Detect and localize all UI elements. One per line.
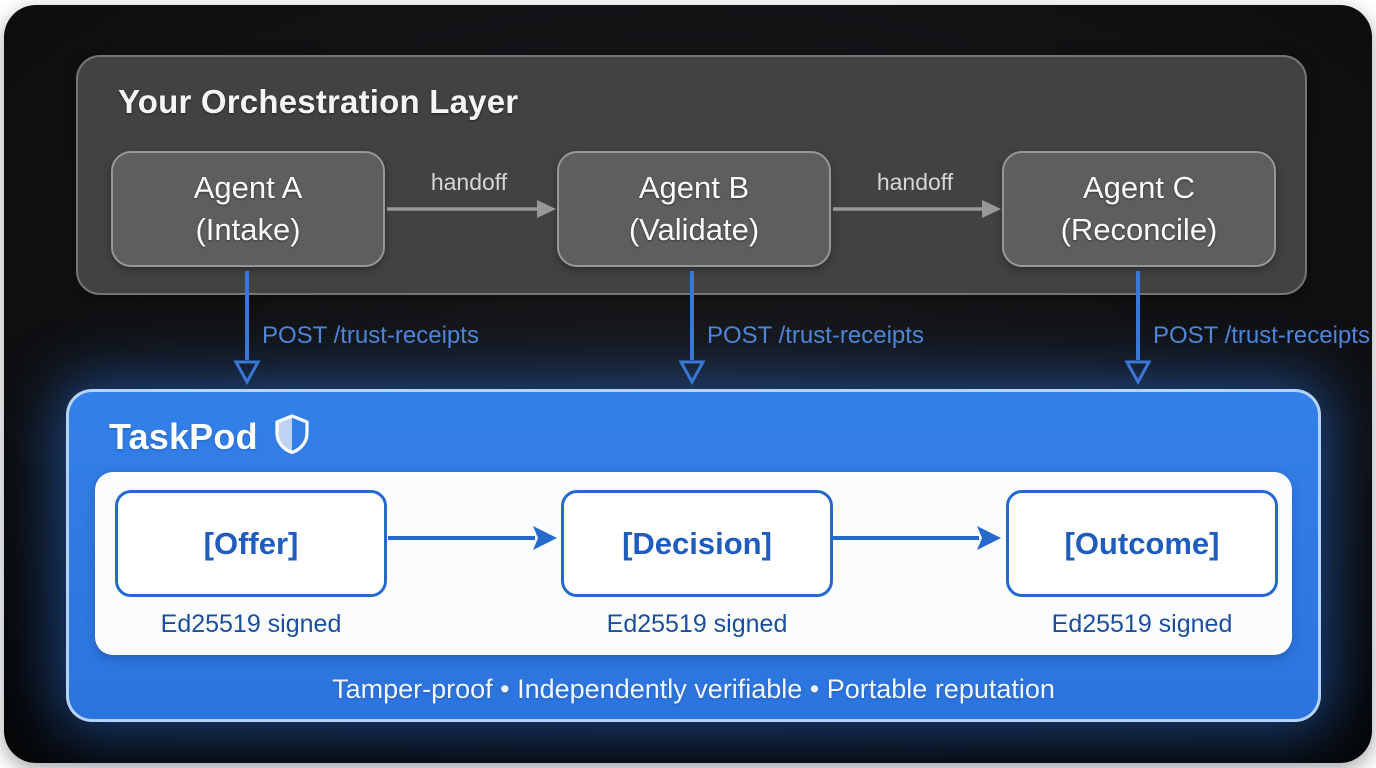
agent-c-name: Agent C (1082, 170, 1195, 206)
taskpod-title: TaskPod (109, 415, 258, 457)
handoff-label-1: handoff (430, 169, 508, 195)
offer-signature-label: Ed25519 signed (160, 610, 342, 638)
agent-b-box: Agent B (Validate) (557, 151, 831, 267)
offer-receipt-box: [Offer] (115, 490, 387, 597)
outcome-signature-label: Ed25519 signed (1051, 610, 1233, 638)
post-trust-receipts-label-1: POST /trust-receipts (262, 322, 479, 349)
orchestration-layer-box: Your Orchestration Layer Agent A (Intake… (76, 55, 1307, 295)
taskpod-header: TaskPod (109, 414, 310, 459)
agent-b-role: (Validate) (628, 212, 760, 247)
agent-c-box: Agent C (Reconcile) (1002, 151, 1276, 267)
taskpod-tagline: Tamper-proof • Independently verifiable … (332, 674, 1055, 704)
orchestration-title: Your Orchestration Layer (118, 83, 519, 120)
agent-a-box: Agent A (Intake) (111, 151, 385, 267)
decision-signature-label: Ed25519 signed (606, 610, 788, 638)
agent-b-name: Agent B (638, 170, 750, 206)
agent-c-role: (Reconcile) (1060, 212, 1218, 247)
agent-a-name: Agent A (193, 170, 303, 206)
handoff-label-2: handoff (876, 169, 954, 195)
taskpod-box: TaskPod [Offer] [Decision] [Outcome] Ed2… (66, 389, 1321, 722)
receipts-panel: [Offer] [Decision] [Outcome] Ed25519 sig… (95, 472, 1292, 655)
outcome-receipt-box: [Outcome] (1006, 490, 1278, 597)
post-trust-receipts-label-2: POST /trust-receipts (707, 322, 924, 349)
post-trust-receipts-label-3: POST /trust-receipts (1153, 322, 1370, 349)
shield-icon (274, 414, 310, 459)
dark-canvas: Your Orchestration Layer Agent A (Intake… (4, 5, 1372, 763)
agent-a-role: (Intake) (195, 212, 301, 247)
decision-receipt-box: [Decision] (561, 490, 833, 597)
